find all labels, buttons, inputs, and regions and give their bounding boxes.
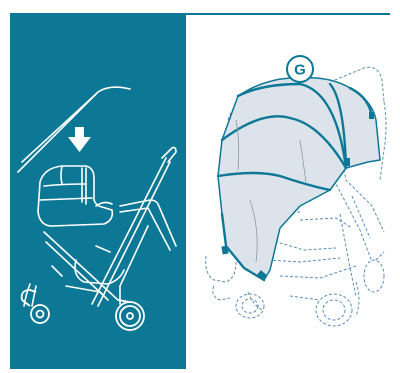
strap-clip [369, 112, 374, 119]
basket [75, 260, 124, 284]
down-arrow-icon [68, 127, 91, 152]
rain-cover-body [218, 78, 380, 280]
handlebar [162, 148, 176, 163]
frame [92, 158, 166, 304]
carrycot [38, 166, 112, 226]
rain-cover [218, 78, 380, 280]
canopy-hint-line [18, 87, 130, 172]
callout-g: G [287, 56, 313, 82]
strap-clip [344, 158, 350, 166]
callout-g-label: G [294, 62, 306, 79]
stroller-with-carrycot [18, 87, 176, 306]
